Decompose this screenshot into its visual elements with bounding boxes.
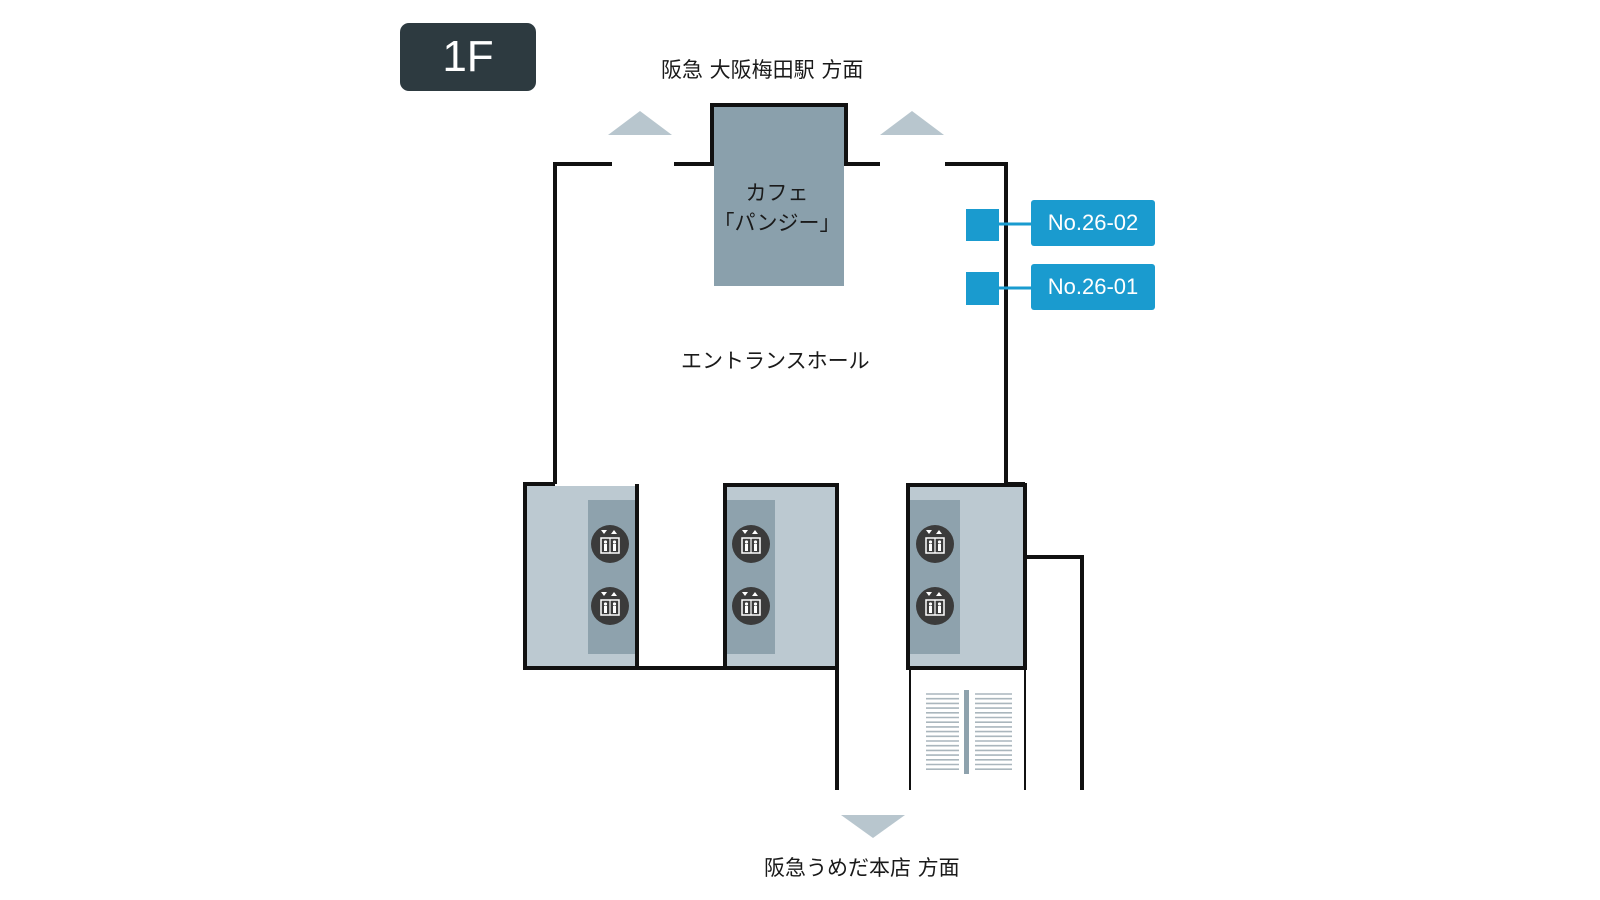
- wall-far-right: [1025, 555, 1084, 790]
- cafe-label-line2: 「パンジー」: [713, 211, 841, 235]
- entrance-hall-label: エントランスホール: [681, 349, 870, 373]
- direction-label-bottom: 阪急うめだ本店 方面: [764, 856, 960, 880]
- escalator-divider: [964, 690, 969, 774]
- elevator-icon: [916, 587, 954, 625]
- elevator-icon: [591, 587, 629, 625]
- cafe-block: [714, 105, 844, 286]
- elevator-icon: [591, 525, 629, 563]
- location-marker-26-01[interactable]: [966, 272, 999, 305]
- location-tag-26-02[interactable]: No.26-02: [1031, 200, 1155, 246]
- elevator-car-left: [588, 500, 638, 654]
- elevator-icon: [732, 587, 770, 625]
- wall-top-right: [945, 162, 1008, 484]
- floor-badge: 1F: [400, 23, 536, 91]
- direction-label-top: 阪急 大阪梅田駅 方面: [661, 58, 864, 82]
- wall-cafe-outline: [674, 103, 880, 166]
- wall-top-left: [553, 162, 612, 484]
- arrow-up-right-icon: [880, 111, 944, 135]
- wall-left-bank: [523, 482, 637, 670]
- location-tag-26-01[interactable]: No.26-01: [1031, 264, 1155, 310]
- arrow-down-icon: [841, 815, 905, 838]
- arrow-up-left-icon: [608, 111, 672, 135]
- cafe-label-line1: カフェ: [745, 181, 809, 205]
- location-marker-26-02[interactable]: [966, 209, 999, 241]
- elevator-car-right: [910, 500, 960, 654]
- elevator-icon: [732, 525, 770, 563]
- wall-middle-bank: [723, 483, 839, 670]
- elevator-icon: [916, 525, 954, 563]
- cafe-label: カフェ 「パンジー」: [712, 178, 842, 238]
- escalator-stairs: [926, 693, 1012, 771]
- elevator-car-middle: [725, 500, 775, 654]
